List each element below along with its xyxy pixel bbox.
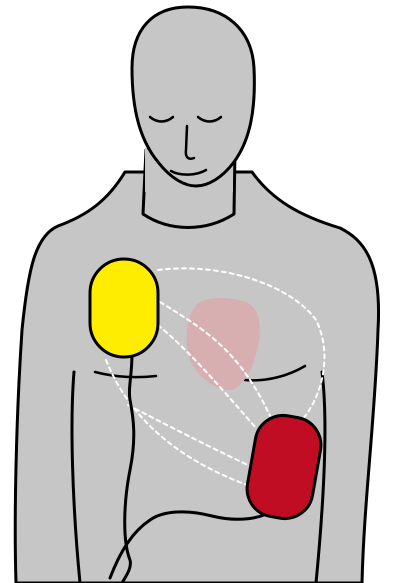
electrode-pad-icon	[90, 259, 158, 357]
